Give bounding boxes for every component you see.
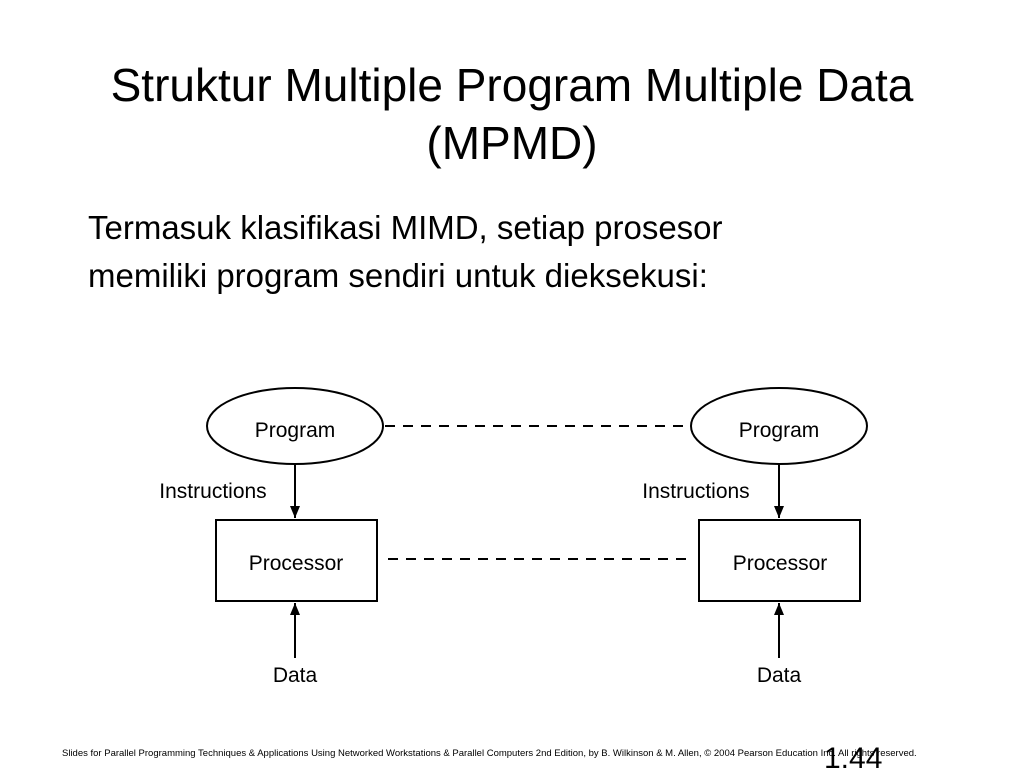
right-instructions-arrowhead bbox=[774, 506, 784, 518]
page-number: 1.44 bbox=[824, 742, 883, 775]
slide-title-line-2: (MPMD) bbox=[426, 117, 598, 169]
slide-body-text: Termasuk klasifikasi MIMD, setiap proses… bbox=[88, 204, 908, 300]
right-data-arrowhead bbox=[774, 603, 784, 615]
left-processor-label: Processor bbox=[249, 552, 344, 575]
right-data-label: Data bbox=[757, 664, 802, 687]
left-data-label: Data bbox=[273, 664, 318, 687]
body-text-line-1: Termasuk klasifikasi MIMD, setiap proses… bbox=[88, 209, 723, 246]
slide-title: Struktur Multiple Program Multiple Data … bbox=[0, 56, 1024, 172]
left-node-group: Program Instructions Processor Data bbox=[159, 387, 384, 687]
left-processor-box bbox=[215, 519, 378, 602]
right-program-label: Program bbox=[739, 419, 820, 442]
right-processor-box bbox=[698, 519, 861, 602]
right-instructions-label: Instructions bbox=[642, 480, 749, 503]
right-node-group: Program Instructions Processor Data bbox=[642, 387, 868, 687]
right-processor-label: Processor bbox=[733, 552, 828, 575]
left-program-label: Program bbox=[255, 419, 336, 442]
slide-footer: Slides for Parallel Programming Techniqu… bbox=[62, 748, 917, 759]
left-instructions-label: Instructions bbox=[159, 480, 266, 503]
left-data-arrowhead bbox=[290, 603, 300, 615]
left-instructions-arrowhead bbox=[290, 506, 300, 518]
slide-title-line-1: Struktur Multiple Program Multiple Data bbox=[110, 59, 914, 111]
body-text-line-2: memiliki program sendiri untuk dieksekus… bbox=[88, 257, 708, 294]
